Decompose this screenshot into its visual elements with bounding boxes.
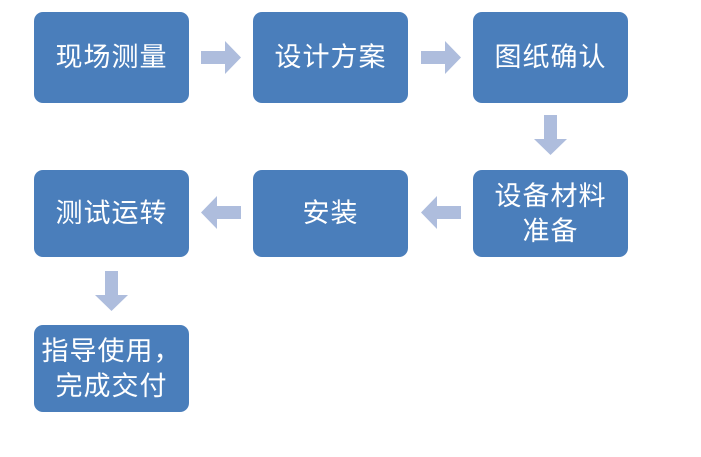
flow-node-equipment-material-preparation[interactable]: 设备材料 准备 bbox=[473, 170, 628, 257]
arrow-down-icon-1 bbox=[534, 115, 567, 155]
flow-node-guidance-and-delivery[interactable]: 指导使用， 完成交付 bbox=[34, 325, 189, 412]
arrow-right-icon-2 bbox=[421, 41, 461, 74]
arrow-left-icon-2 bbox=[201, 196, 241, 229]
flow-node-test-operation[interactable]: 测试运转 bbox=[34, 170, 189, 257]
arrow-down-icon-2 bbox=[95, 271, 128, 311]
flow-node-drawing-confirmation[interactable]: 图纸确认 bbox=[473, 12, 628, 103]
flow-node-installation[interactable]: 安装 bbox=[253, 170, 408, 257]
arrow-right-icon-1 bbox=[201, 41, 241, 74]
flow-node-site-measurement[interactable]: 现场测量 bbox=[34, 12, 189, 103]
flow-node-design-plan[interactable]: 设计方案 bbox=[253, 12, 408, 103]
arrow-left-icon-1 bbox=[421, 196, 461, 229]
